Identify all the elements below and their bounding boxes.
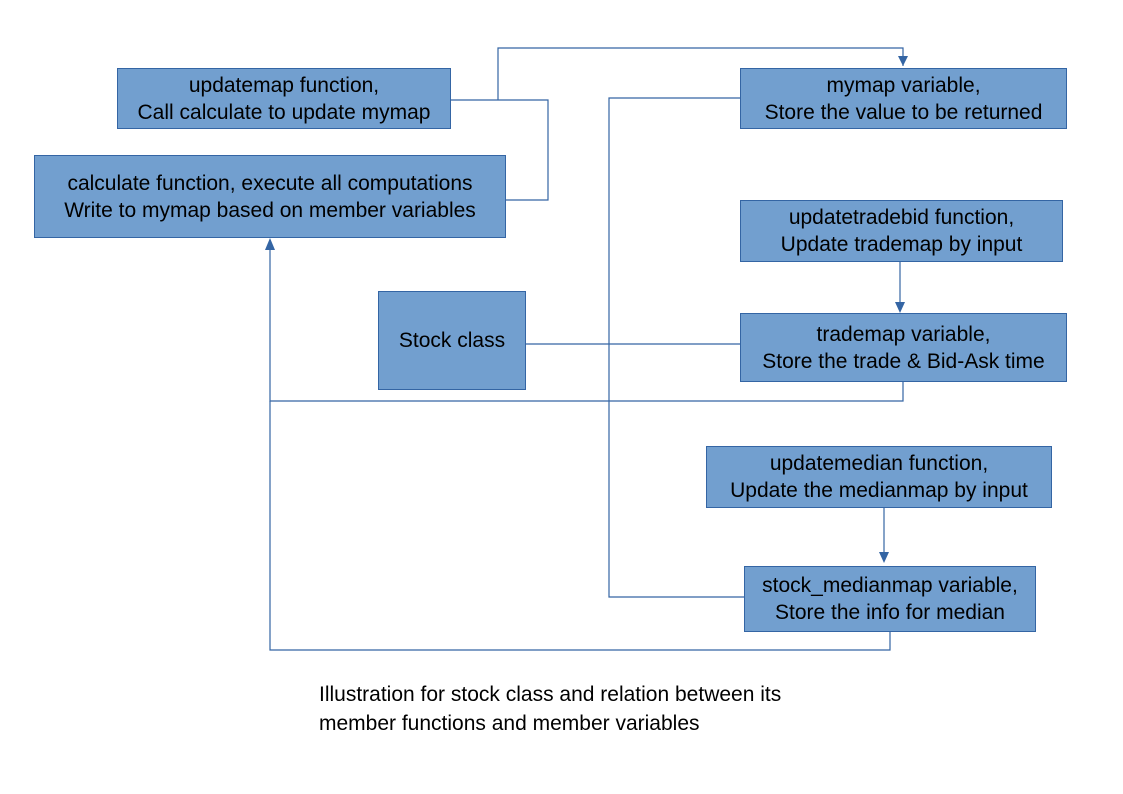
connector-updatemap-to-calculate — [450, 99, 549, 201]
updatetradebid-line2: Update trademap by input — [780, 233, 1023, 256]
caption-line1: Illustration for stock class and relatio… — [319, 683, 782, 706]
stock-class-label: Stock class — [398, 329, 506, 352]
calculate-function-box: calculate function, execute all computat… — [34, 155, 506, 238]
updatetradebid-line1: updatetradebid function, — [788, 206, 1015, 229]
arrowhead-trademap — [895, 302, 905, 313]
trademap-line2: Store the trade & Bid-Ask time — [762, 349, 1045, 373]
mymap-line2: Store the value to be returned — [764, 100, 1043, 124]
arrowhead-stock-medianmap — [879, 552, 889, 563]
stock-class-box: Stock class — [378, 291, 526, 390]
updatemedian-line1: updatemedian function, — [769, 452, 989, 475]
stock-medianmap-line2: Store the info for median — [775, 601, 1005, 624]
updatemap-line2: Call calculate to update mymap — [137, 100, 431, 124]
updatemap-function-box: updatemap function, Call calculate to up… — [117, 68, 451, 129]
diagram-caption: Illustration for stock class and relatio… — [319, 680, 781, 738]
calculate-line2: Write to mymap based on member variables — [64, 198, 476, 222]
updatetradebid-function-box: updatetradebid function, Update trademap… — [740, 200, 1063, 262]
mymap-line1: mymap variable, — [826, 73, 981, 97]
stock-medianmap-line1: stock_medianmap variable, — [762, 574, 1018, 597]
calculate-line1: calculate function, execute all computat… — [67, 171, 473, 195]
updatemap-line1: updatemap function, — [188, 73, 380, 97]
mymap-variable-box: mymap variable, Store the value to be re… — [740, 68, 1067, 129]
arrowhead-calculate — [265, 238, 275, 250]
caption-line2: member functions and member variables — [319, 712, 700, 735]
connector-stock-medianmap-to-calculate — [269, 401, 891, 651]
trademap-variable-box: trademap variable, Store the trade & Bid… — [740, 313, 1067, 382]
connector-trademap-to-calculate — [269, 250, 904, 402]
arrowhead-mymap — [898, 56, 908, 66]
stock-medianmap-variable-box: stock_medianmap variable, Store the info… — [744, 566, 1036, 632]
connector-mymap-to-stock-medianmap — [608, 97, 744, 598]
trademap-line1: trademap variable, — [816, 322, 991, 346]
updatemedian-line2: Update the medianmap by input — [730, 479, 1028, 502]
updatemedian-function-box: updatemedian function, Update the median… — [706, 446, 1052, 508]
